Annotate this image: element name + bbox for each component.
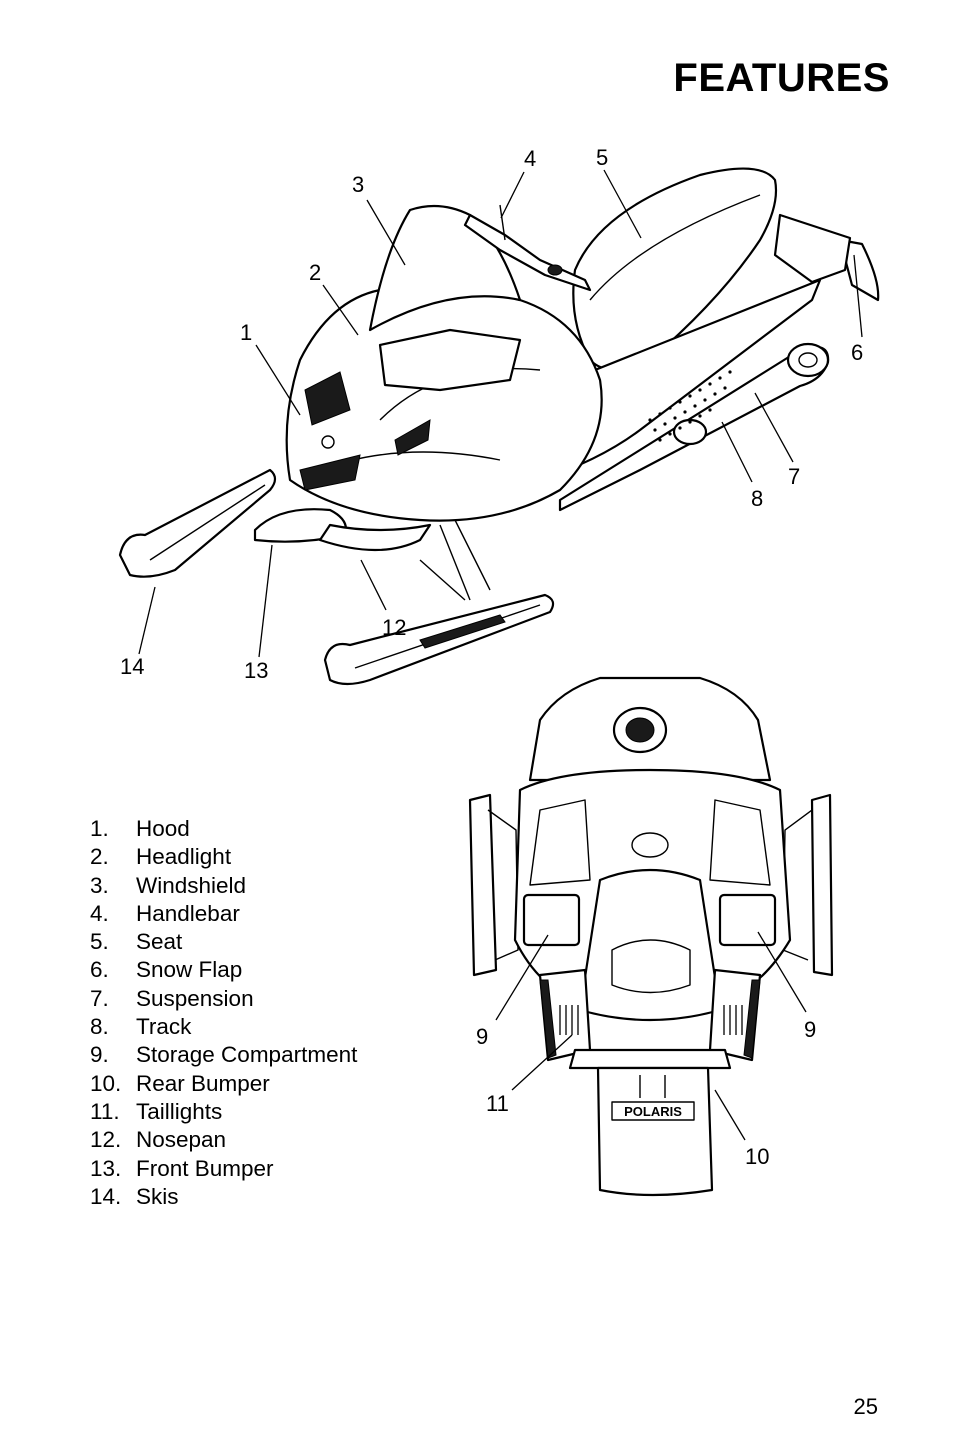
callout-12: 12	[382, 615, 406, 640]
callout-10: 10	[745, 1144, 769, 1169]
callout-14: 14	[120, 654, 144, 679]
callout-6: 6	[851, 340, 863, 365]
legend-item: 2.Headlight	[90, 844, 232, 870]
legend-item: 12.Nosepan	[90, 1127, 227, 1153]
rear-view-leader-lines	[495, 931, 807, 1141]
features-legend: 1.Hood 2.Headlight 3.Windshield 4.Handle…	[90, 815, 357, 1211]
legend-item: 5.Seat	[90, 929, 183, 955]
callout-8: 8	[751, 486, 763, 511]
callout-1: 1	[240, 320, 252, 345]
legend-item: 7.Suspension	[90, 985, 254, 1011]
headlight-illustration	[378, 328, 522, 392]
mid-wheel	[672, 418, 708, 446]
taillight-left	[539, 979, 557, 1059]
rear-view-right-ski	[810, 793, 834, 977]
nosepan-illustration	[318, 523, 432, 552]
legend-item: 13.Front Bumper	[90, 1155, 274, 1181]
legend-item: 14.Skis	[90, 1183, 179, 1209]
hood-vent-lower	[299, 454, 361, 491]
legend-item: 11.Taillights	[90, 1098, 223, 1124]
rear-brand-label: POLARIS	[624, 1104, 682, 1119]
left-ski-illustration	[118, 468, 277, 578]
rear-bumper-illustration	[568, 1048, 732, 1070]
snowmobile-side-illustration	[118, 167, 880, 686]
snowmobile-rear-illustration: POLARIS	[468, 676, 834, 1197]
side-view-leader-lines	[138, 169, 863, 658]
legend-item: 6.Snow Flap	[90, 957, 243, 983]
legend-item: 1.Hood	[90, 816, 190, 841]
taillight-right	[743, 979, 761, 1059]
legend-item: 3.Windshield	[90, 872, 247, 898]
legend-item: 4.Handlebar	[90, 900, 240, 926]
legend-item: 10.Rear Bumper	[90, 1070, 270, 1096]
callout-4: 4	[524, 146, 536, 171]
page-number: 25	[853, 1394, 878, 1419]
callout-3: 3	[352, 172, 364, 197]
callout-9-left: 9	[476, 1024, 488, 1049]
callout-7: 7	[788, 464, 800, 489]
hood-illustration	[285, 285, 603, 522]
hood-vent-left	[304, 371, 351, 426]
callout-5: 5	[596, 145, 608, 170]
callout-11: 11	[486, 1091, 509, 1116]
rear-rack	[773, 213, 852, 284]
side-panel-vents	[648, 370, 732, 442]
callout-13: 13	[244, 658, 268, 683]
hood-vent-right	[394, 419, 431, 456]
rear-view-snow-flap	[596, 1066, 714, 1197]
rear-tunnel-vents	[559, 1005, 743, 1035]
legend-item: 8.Track	[90, 1014, 192, 1040]
callout-9-right: 9	[804, 1017, 816, 1042]
storage-compartment-left	[522, 893, 581, 947]
storage-compartment-right	[718, 893, 777, 947]
rear-idler-wheel	[786, 342, 830, 378]
rear-view-seat	[578, 868, 722, 1022]
callout-2: 2	[309, 260, 321, 285]
rear-view-left-ski	[468, 793, 498, 977]
legend-item: 9.Storage Compartment	[90, 1042, 358, 1068]
page-title: FEATURES	[673, 56, 890, 100]
